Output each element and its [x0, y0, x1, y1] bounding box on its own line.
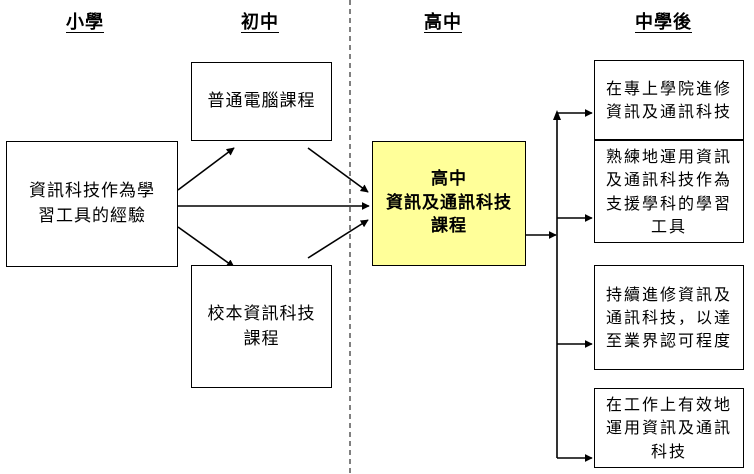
junior-general-box: 普通電腦課程: [191, 62, 332, 141]
senior-ict-line2: 資訊及通訊科技課程: [386, 192, 512, 237]
senior-ict-line1: 高中: [431, 168, 467, 189]
header-junior: 初中: [241, 12, 279, 33]
arrow-primary-to-general: [177, 147, 235, 191]
header-primary: 小學: [66, 12, 104, 33]
junior-school-based-text: 校本資訊科技課程: [207, 303, 316, 349]
post-box-3: 持續進修資訊及通訊科技，以達至業界認可程度: [594, 265, 744, 370]
senior-ict-box: 高中 資訊及通訊科技課程: [372, 141, 526, 266]
header-post-secondary: 中學後: [635, 12, 692, 33]
primary-experience-text: 資訊科技作為學習工具的經驗: [29, 181, 155, 226]
post-box-1-text: 在專上學院進修資訊及通訊科技: [605, 78, 732, 121]
branch-top-arrowhead: [553, 110, 561, 120]
arrow-school-based-to-senior: [307, 219, 369, 259]
header-senior: 高中: [424, 12, 462, 33]
post-box-3-text: 持續進修資訊及通訊科技，以達至業界認可程度: [605, 284, 732, 351]
arrow-primary-to-school-based: [177, 226, 235, 268]
arrow-general-to-senior: [307, 147, 369, 193]
post-box-4-text: 在工作上有效地運用資訊及通訊科技: [605, 395, 732, 461]
junior-school-based-box: 校本資訊科技課程: [191, 265, 332, 388]
junior-general-text: 普通電腦課程: [207, 91, 316, 112]
post-box-4: 在工作上有效地運用資訊及通訊科技: [594, 388, 744, 468]
primary-experience-box: 資訊科技作為學習工具的經驗: [6, 141, 178, 267]
post-box-2-text: 熟練地運用資訊及通訊科技作為支援學科的學習工具: [605, 147, 732, 236]
post-box-2: 熟練地運用資訊及通訊科技作為支援學科的學習工具: [594, 140, 744, 243]
post-box-1: 在專上學院進修資訊及通訊科技: [594, 60, 744, 140]
